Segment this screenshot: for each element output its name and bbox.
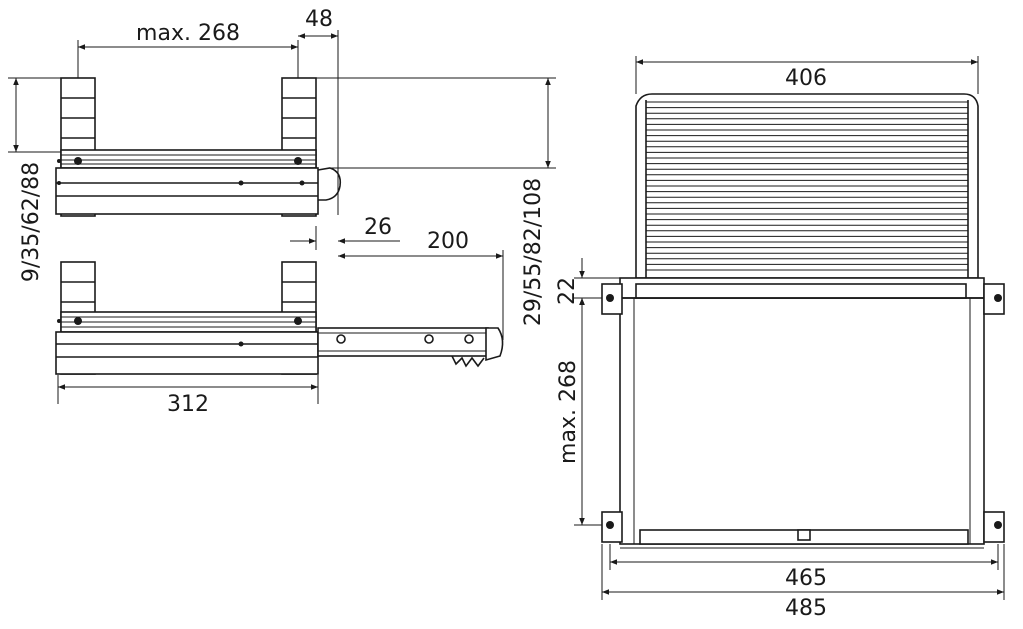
dim-top-span: max. 268 bbox=[77, 21, 299, 78]
side-view-extended bbox=[55, 261, 504, 375]
tread-rail bbox=[60, 149, 317, 169]
dim-label: 26 bbox=[364, 215, 392, 240]
extension-grip bbox=[451, 355, 485, 368]
pull-handle bbox=[317, 167, 342, 201]
bracket-top-right bbox=[983, 283, 1005, 315]
dim-label: 312 bbox=[167, 392, 209, 417]
dim-outer-width: 485 bbox=[601, 544, 1005, 621]
dim-label: 48 bbox=[305, 7, 333, 32]
dim-inner-width: 465 bbox=[609, 544, 999, 591]
dim-step-26: 26 bbox=[290, 215, 400, 250]
dim-base-width: 312 bbox=[57, 375, 319, 417]
dim-height-left: 9/35/62/88 bbox=[8, 77, 61, 282]
dim-height-right: 29/55/82/108 bbox=[316, 77, 556, 326]
extension-handle bbox=[485, 327, 504, 362]
dim-label: 29/55/82/108 bbox=[521, 178, 546, 326]
dim-label: 200 bbox=[427, 229, 469, 254]
dim-extension: 200 bbox=[338, 229, 504, 340]
dim-front-span: max. 268 bbox=[556, 298, 602, 526]
dim-label: 485 bbox=[785, 596, 827, 621]
side-view-retracted bbox=[55, 77, 342, 217]
dim-label: 9/35/62/88 bbox=[19, 162, 44, 282]
body-frame bbox=[619, 297, 985, 545]
dim-label: 465 bbox=[785, 566, 827, 591]
dim-tread-width: 406 bbox=[635, 56, 979, 94]
front-bar bbox=[635, 283, 967, 299]
dim-label: max. 268 bbox=[136, 21, 240, 46]
base-box bbox=[55, 167, 319, 215]
bottom-tab bbox=[797, 529, 811, 541]
bracket-bottom-right bbox=[983, 511, 1005, 543]
dim-top-offset: 48 bbox=[298, 7, 339, 215]
base-box bbox=[55, 331, 319, 375]
dim-label: 22 bbox=[555, 277, 580, 305]
dim-label: max. 268 bbox=[556, 360, 581, 464]
tread-grooves bbox=[646, 101, 968, 271]
dim-label: 406 bbox=[785, 66, 827, 91]
front-view bbox=[601, 93, 1005, 549]
